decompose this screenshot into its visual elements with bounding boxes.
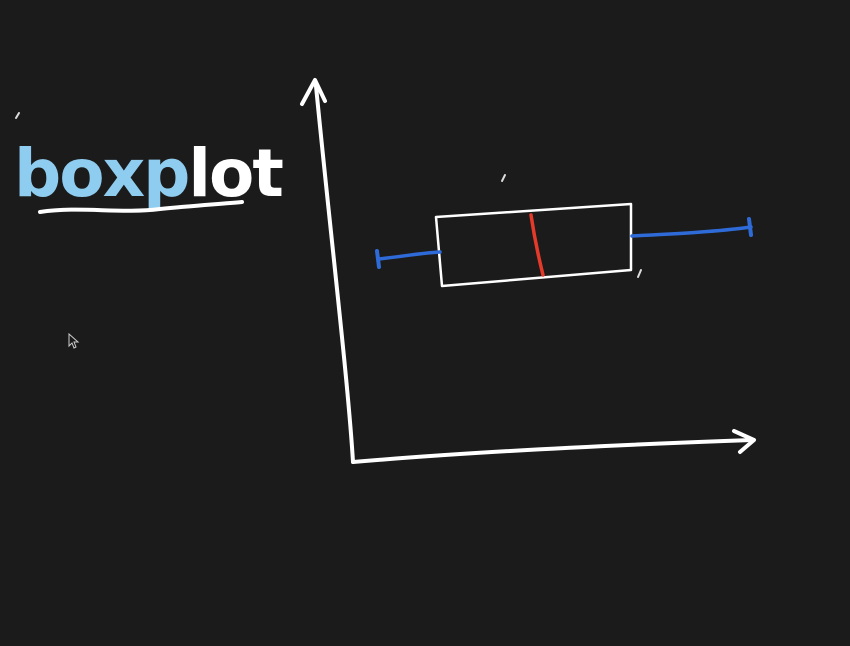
median-line bbox=[529, 213, 545, 277]
y-axis-arrowhead bbox=[300, 78, 327, 106]
title-part-blue: boxp bbox=[14, 135, 188, 212]
x-axis-arrowhead bbox=[732, 429, 756, 454]
title-part-white: lot bbox=[188, 135, 283, 212]
left-whisker bbox=[376, 250, 442, 261]
left-whisker-cap bbox=[375, 249, 381, 269]
x-axis bbox=[351, 438, 754, 464]
box-rectangle bbox=[434, 202, 633, 288]
title-label: boxplot bbox=[14, 135, 283, 212]
stray-mark bbox=[501, 174, 506, 182]
stray-mark bbox=[637, 269, 642, 278]
right-whisker bbox=[630, 225, 753, 238]
stray-mark bbox=[15, 112, 20, 119]
right-whisker-cap bbox=[747, 217, 753, 237]
y-axis bbox=[314, 84, 355, 464]
mouse-pointer-icon bbox=[68, 332, 80, 349]
title-underline bbox=[38, 200, 244, 214]
